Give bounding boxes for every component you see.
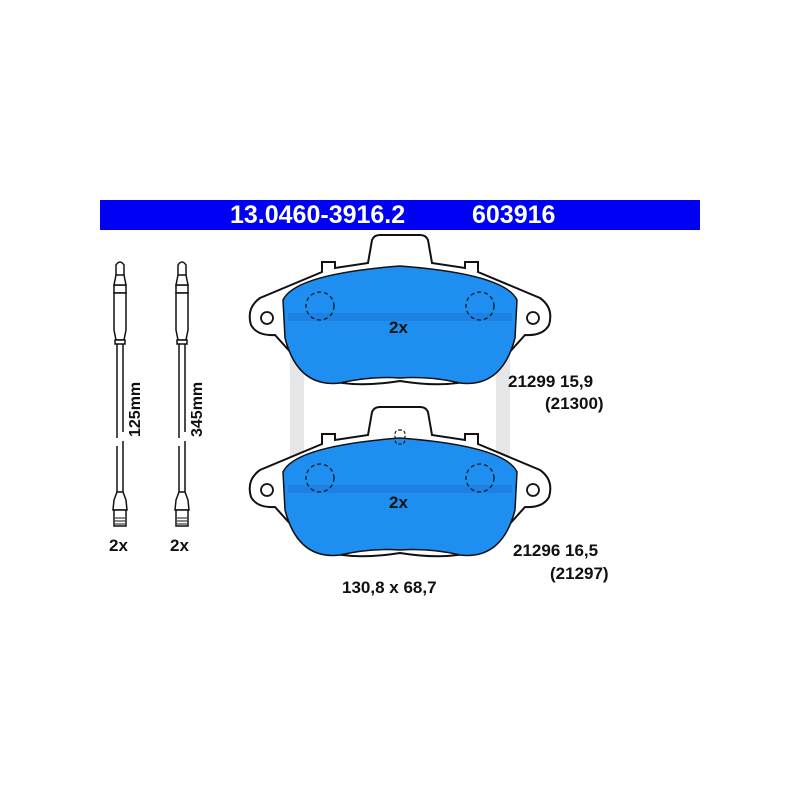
pad-dimensions: 130,8 x 68,7 <box>342 578 437 597</box>
pad-code-top: 21299 15,9 <box>508 372 594 391</box>
sensor-length-2: 345mm <box>189 381 206 437</box>
pad-qty-top: 2x <box>389 318 408 337</box>
sensor-qty-1: 2x <box>109 536 128 555</box>
wear-sensor-125 <box>112 261 128 527</box>
pad-code-bottom: 21296 16,5 <box>513 541 599 560</box>
wear-sensor-345 <box>174 261 190 527</box>
part-number-banner: 13.0460-3916.2 603916 <box>100 200 700 230</box>
wear-indicator-slot <box>394 429 406 445</box>
brake-pad-top <box>248 234 552 386</box>
sensor-length-1: 125mm <box>127 381 144 437</box>
part-number: 13.0460-3916.2 <box>230 201 406 229</box>
pad-alt-code-top: (21300) <box>545 394 604 413</box>
pad-alt-code-bottom: (21297) <box>550 564 609 583</box>
sensor-qty-2: 2x <box>170 536 189 555</box>
pad-qty-bottom: 2x <box>389 493 408 512</box>
article-number: 603916 <box>472 201 556 229</box>
